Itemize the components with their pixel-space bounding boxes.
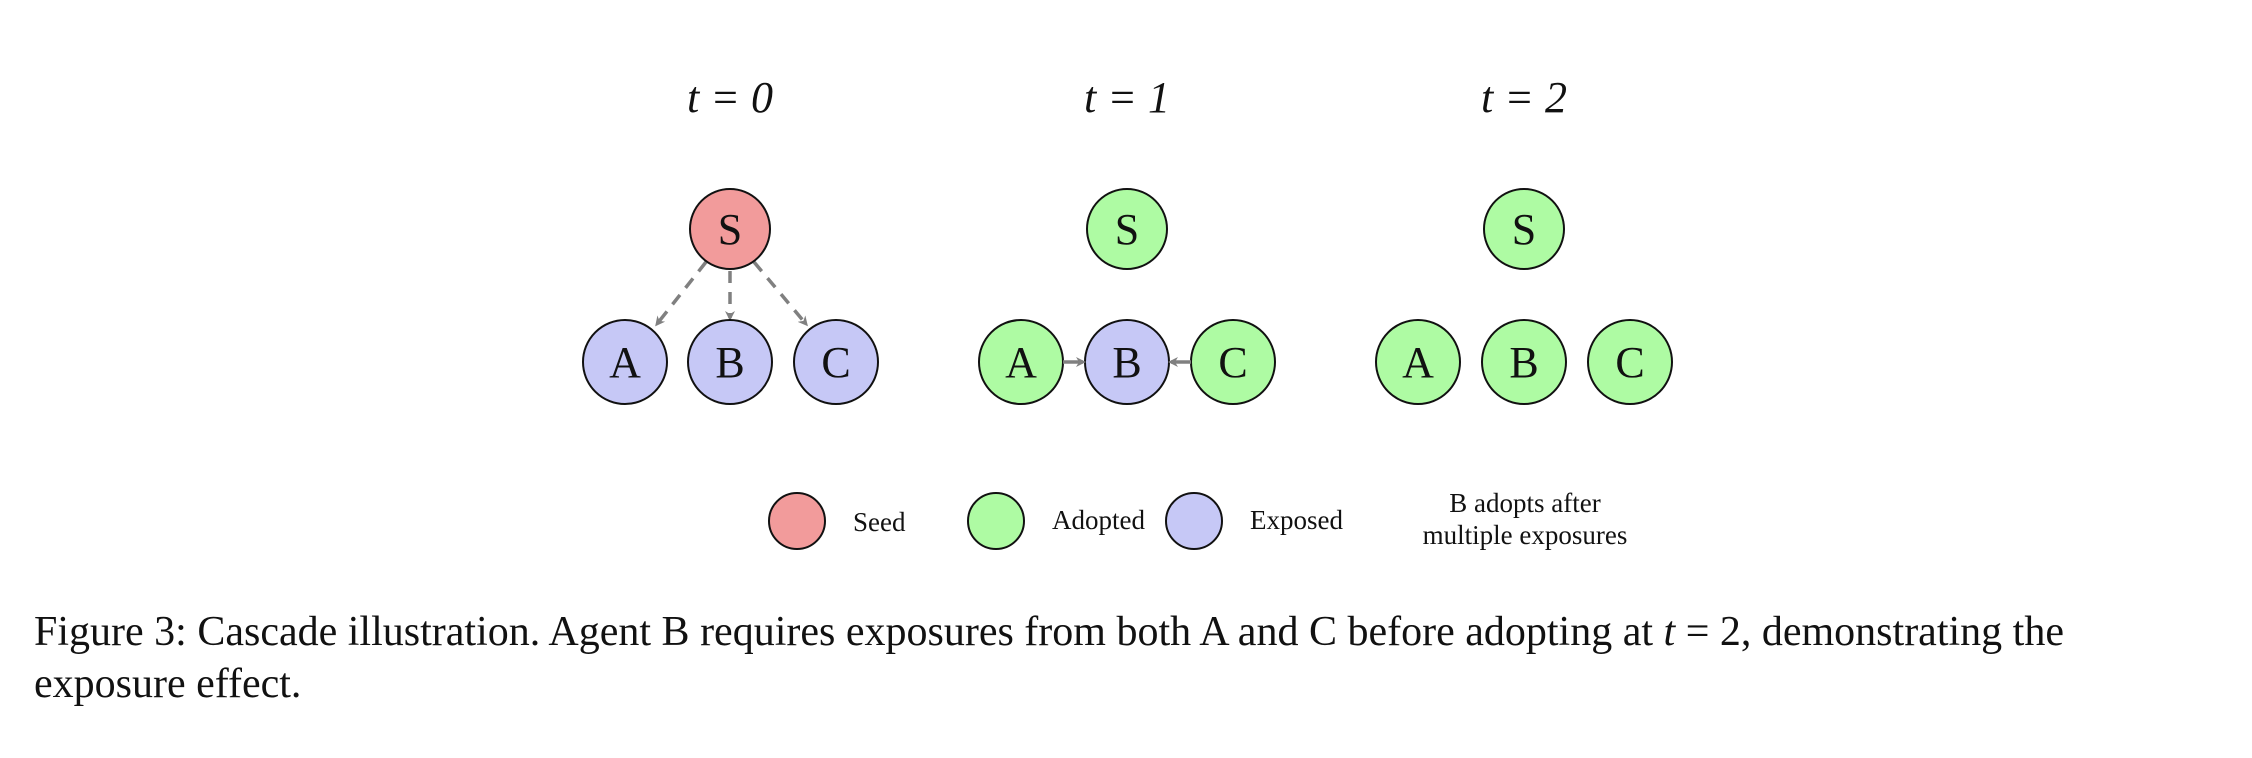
edges-t0 (655, 260, 808, 327)
caption-math-t: t (1663, 609, 1676, 655)
node-s-label: S (1115, 205, 1139, 254)
node-b: B (687, 319, 773, 405)
time-label-t1: t = 1 (1084, 73, 1170, 122)
node-b: B (1084, 319, 1170, 405)
node-c: C (1190, 319, 1276, 405)
legend-label-exposed: Exposed (1250, 505, 1343, 535)
node-s-circle (1483, 188, 1565, 270)
node-a: A (582, 319, 668, 405)
node-s-label: S (718, 205, 742, 254)
node-c-label: C (1615, 338, 1644, 387)
node-b-circle (687, 319, 773, 405)
node-a-circle (1375, 319, 1461, 405)
node-a-label: A (1402, 338, 1434, 387)
figure-caption: Figure 3: Cascade illustration. Agent B … (34, 606, 2224, 710)
legend-swatch-adopted (967, 492, 1025, 550)
time-label-t2: t = 2 (1481, 73, 1567, 122)
edge-s-to-c (752, 260, 808, 327)
node-c-label: C (1218, 338, 1247, 387)
legend-note-line-1: B adopts after (1449, 488, 1600, 518)
node-s-label: S (1512, 205, 1536, 254)
node-c-circle (1587, 319, 1673, 405)
cascade-diagram: t = 0 S A B C t = 1 S (582, 73, 1673, 550)
node-a-label: A (609, 338, 641, 387)
legend-item-seed: Seed (768, 492, 906, 550)
node-a-circle (582, 319, 668, 405)
edge-s-to-a (655, 260, 708, 327)
node-s-circle (689, 188, 771, 270)
legend-item-adopted: Adopted (967, 492, 1145, 550)
node-c: C (793, 319, 879, 405)
panel-t0: t = 0 S A B C (582, 73, 879, 405)
caption-text-before: Figure 3: Cascade illustration. Agent B … (34, 609, 1664, 655)
caption-text-after: = 2, demonstrating the exposure effect. (34, 609, 2064, 707)
node-s: S (689, 188, 771, 270)
node-b-label: B (1112, 338, 1141, 387)
legend-swatch-exposed (1165, 492, 1223, 550)
node-b-label: B (715, 338, 744, 387)
panel-t1: t = 1 S A B C (978, 73, 1276, 405)
node-s: S (1483, 188, 1565, 270)
legend-label-adopted: Adopted (1052, 505, 1145, 535)
node-b: B (1481, 319, 1567, 405)
node-s-circle (1086, 188, 1168, 270)
node-a: A (1375, 319, 1461, 405)
legend-swatch-seed (768, 492, 826, 550)
node-c-circle (793, 319, 879, 405)
legend-note-line-2: multiple exposures (1423, 520, 1628, 550)
node-c-label: C (821, 338, 850, 387)
legend-label-seed: Seed (853, 507, 906, 537)
node-b-label: B (1509, 338, 1538, 387)
legend-note: B adopts after multiple exposures (1423, 488, 1628, 550)
node-s: S (1086, 188, 1168, 270)
legend: Seed Adopted Exposed B adopts after mult… (768, 488, 1628, 550)
legend-item-exposed: Exposed (1165, 492, 1343, 550)
node-a-label: A (1005, 338, 1037, 387)
node-c: C (1587, 319, 1673, 405)
node-b-circle (1481, 319, 1567, 405)
node-a: A (978, 319, 1064, 405)
panel-t2: t = 2 S A B C (1375, 73, 1673, 405)
time-label-t0: t = 0 (687, 73, 773, 122)
